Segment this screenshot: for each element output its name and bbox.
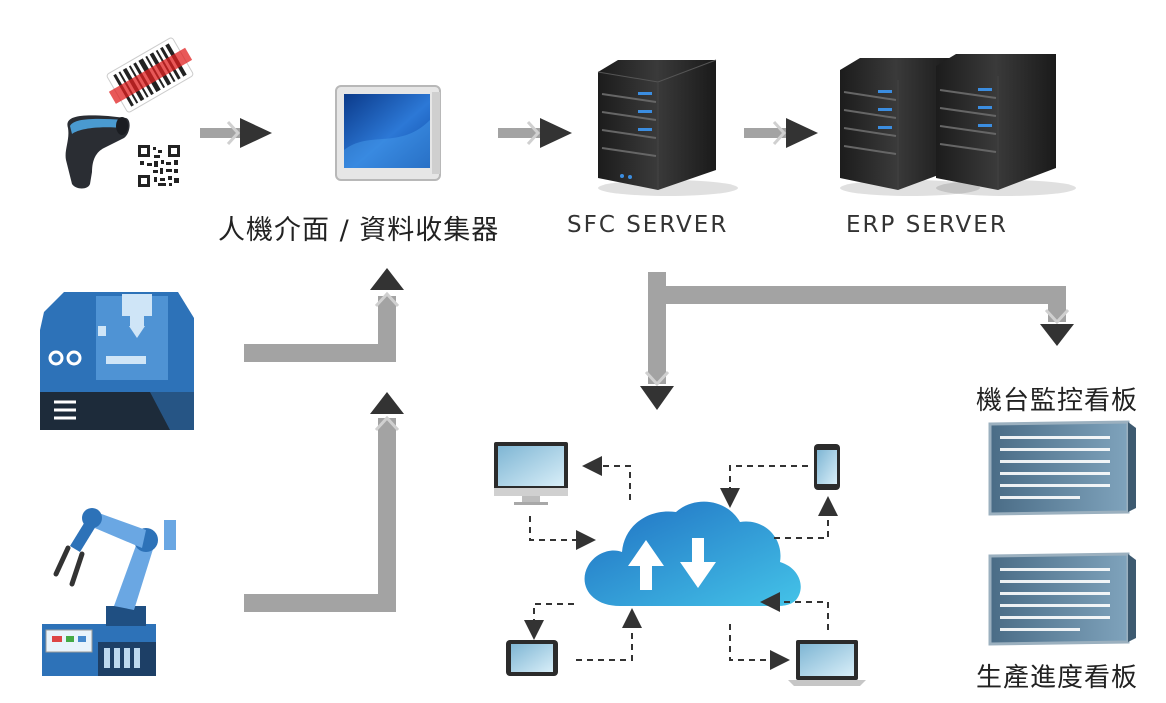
server-icon-erp xyxy=(840,54,1076,196)
flow-arrow-cnc-to-hmi xyxy=(244,268,404,362)
barcode-scanner-icon xyxy=(65,37,194,189)
smartphone-icon xyxy=(814,444,840,490)
touch-panel-icon xyxy=(335,85,441,181)
machine-monitor-board-label: 機台監控看板 xyxy=(976,386,1139,416)
dashboard-screen-icon xyxy=(988,420,1136,516)
cloud-sync-icon xyxy=(584,501,801,606)
qr-code-icon xyxy=(138,145,180,187)
hmi-label: 人機介面 / 資料收集器 xyxy=(218,215,500,246)
sfc-server-label: SFC SERVER xyxy=(567,212,729,238)
robot-arm-icon xyxy=(42,508,176,676)
flow-arrow-hmi-to-sfc xyxy=(498,118,572,148)
server-icon xyxy=(597,59,738,196)
cnc-machine-icon xyxy=(40,292,194,430)
flow-arrow-robot-to-hmi xyxy=(244,392,404,612)
production-progress-board-label: 生產進度看板 xyxy=(976,663,1139,693)
tablet-icon xyxy=(506,640,558,676)
laptop-icon xyxy=(788,640,866,686)
flow-arrow-sfc-to-erp xyxy=(744,118,818,148)
dashed-connectors xyxy=(524,456,838,670)
flow-arrow-sfc-to-cloud-and-boards xyxy=(640,272,1074,410)
flow-arrow-scanner-to-hmi xyxy=(200,118,272,148)
erp-server-label: ERP SERVER xyxy=(846,212,1008,238)
desktop-monitor-icon xyxy=(494,442,568,505)
dashboard-screen-icon-2 xyxy=(988,552,1136,646)
